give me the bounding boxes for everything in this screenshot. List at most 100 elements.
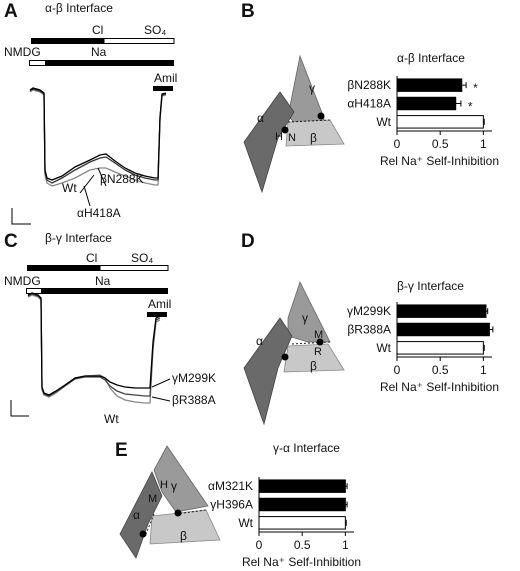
bar <box>258 479 346 493</box>
x-axis-label: Rel Na⁺ Self-Inhibition <box>380 380 499 394</box>
residue-marker <box>139 530 147 538</box>
residue-marker <box>316 338 324 346</box>
gamma-subunit <box>287 280 331 343</box>
beta-subunit <box>283 343 345 373</box>
trace-wt <box>27 294 161 404</box>
cl-solution-bar <box>31 38 104 44</box>
solution-cl-label: Cl <box>86 251 97 265</box>
x-tick-label: 0.5 <box>432 137 449 151</box>
bar <box>396 322 490 337</box>
bar <box>396 78 463 92</box>
arrow-bn288k <box>97 167 107 187</box>
significance-asterisk: * <box>473 81 478 95</box>
x-tick-label: 0 <box>394 137 401 151</box>
arrow-gm299k <box>151 378 171 388</box>
panel-letter-e: E <box>115 440 128 461</box>
panel-b-title: α-β Interface <box>397 51 465 65</box>
label-alpha: α <box>257 111 264 125</box>
x-tick-label: 0 <box>394 363 401 377</box>
x-tick-label: 1 <box>480 363 487 377</box>
trace-label-ah418a: αH418A <box>77 206 121 220</box>
x-axis-label: Rel Na⁺ Self-Inhibition <box>242 555 361 569</box>
nmdg-solution-bar <box>26 288 42 294</box>
x-tick-label: 0.5 <box>432 363 449 377</box>
na-solution-bar <box>46 60 174 66</box>
bar <box>258 516 346 530</box>
residue-marker <box>317 112 325 120</box>
label-gamma: γ <box>309 81 315 95</box>
category-label: Wt <box>376 341 391 355</box>
category-label: βR388A <box>347 323 391 337</box>
panel-e: E γ-α Interface α γ β H M αM321K γH396A Wt… <box>115 440 361 569</box>
category-label: αM321K <box>208 479 253 493</box>
label-alpha: α <box>133 508 140 522</box>
interface-line <box>145 513 155 535</box>
panel-d-title: β-γ Interface <box>397 279 464 293</box>
x-tick-label: 1 <box>480 137 487 151</box>
residue-marker <box>281 126 289 134</box>
nmdg-solution-bar <box>29 60 46 66</box>
na-solution-bar <box>42 288 168 294</box>
label-beta: β <box>310 131 317 145</box>
trace-gM299k <box>27 292 161 396</box>
alpha-subunit <box>119 471 163 559</box>
solution-so4-label: SO₄ <box>131 251 153 265</box>
arrow-br388a <box>151 396 171 402</box>
x-tick-label: 0 <box>256 538 263 552</box>
x-tick-label: 1 <box>342 538 349 552</box>
label-h: H <box>275 131 283 143</box>
bar <box>396 96 457 111</box>
panel-c-title: β-γ Interface <box>45 231 112 245</box>
scale-bar-c <box>10 400 29 417</box>
alpha-subunit <box>243 91 295 194</box>
solution-na-label: Na <box>91 45 107 59</box>
gamma-subunit <box>153 445 209 513</box>
amil-label: Amil <box>148 297 171 311</box>
bar <box>396 115 484 129</box>
label-r: R <box>314 346 322 358</box>
trimer-diagram-d: α γ β M R <box>243 280 345 426</box>
arrow-wt <box>79 174 95 194</box>
label-gamma: γ <box>171 479 177 493</box>
trace-label-bn288k: βN288K <box>100 172 144 186</box>
category-label: Wt <box>376 115 391 129</box>
panel-letter-c: C <box>4 231 18 252</box>
panel-a: A α-β Interface Cl SO₄ NMDG Na Amil Wt β… <box>4 1 177 225</box>
panel-a-title: α-β Interface <box>45 1 113 15</box>
bar <box>396 304 487 318</box>
trace-bR388a <box>27 293 161 397</box>
solution-nmdg-label: NMDG <box>4 274 41 288</box>
trimer-diagram-b: α γ β H N <box>243 54 345 194</box>
category-label: γH396A <box>210 498 253 512</box>
trace-ah418a <box>29 87 167 181</box>
solution-so4-label: SO₄ <box>144 23 166 37</box>
trace-label-br388a: βR388A <box>172 393 216 407</box>
label-beta: β <box>310 359 317 373</box>
residue-marker <box>281 353 289 361</box>
significance-asterisk: * <box>468 100 473 114</box>
trace-label-wt: Wt <box>104 412 119 426</box>
panel-letter-d: D <box>241 231 255 252</box>
category-label: βN288K <box>347 78 391 92</box>
trace-label-wt: Wt <box>62 181 77 195</box>
arrow-ah418a <box>83 185 91 207</box>
category-label: Wt <box>238 516 253 530</box>
x-axis-label: Rel Na⁺ Self-Inhibition <box>380 154 499 168</box>
cl-solution-bar <box>27 265 100 271</box>
so4-solution-bar <box>103 38 175 44</box>
panel-e-title: γ-α Interface <box>273 441 340 455</box>
residue-marker <box>174 509 182 517</box>
scale-bar-a <box>11 208 31 225</box>
trace-label-gm299k: γM299K <box>172 371 216 385</box>
trimer-diagram-e: α γ β H M <box>119 445 221 559</box>
solution-cl-label: Cl <box>92 23 103 37</box>
label-m: M <box>148 493 157 505</box>
interface-line <box>287 119 331 123</box>
label-m: M <box>314 329 323 341</box>
panel-b: B α-β Interface α γ β H N βN288K*αH418A*… <box>241 1 499 194</box>
bar <box>396 341 484 355</box>
label-h: H <box>160 479 168 491</box>
